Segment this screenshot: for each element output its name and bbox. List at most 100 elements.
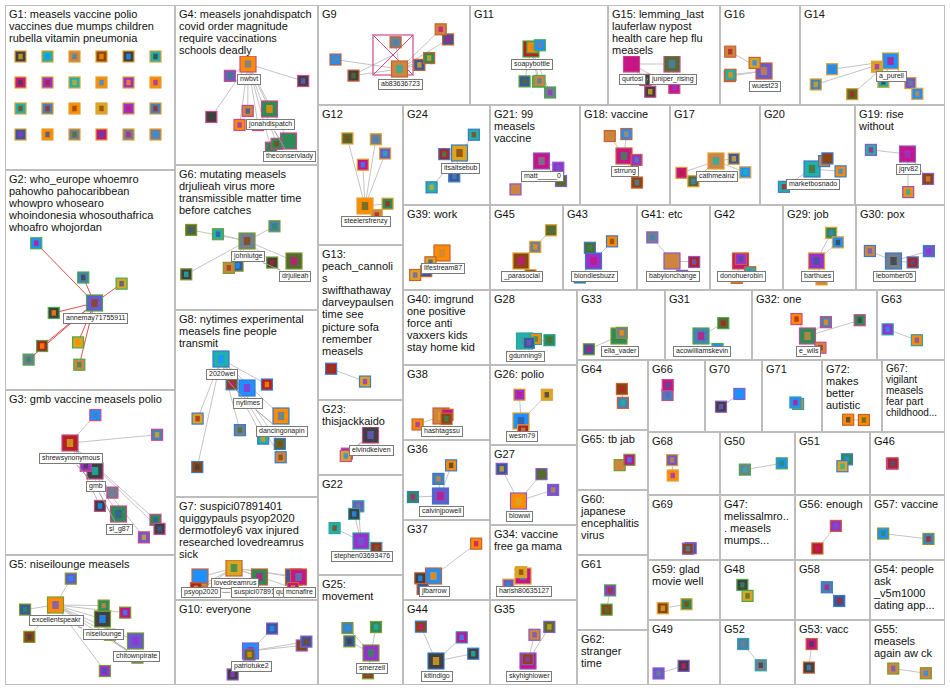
avatar-image [810,79,821,90]
avatar-detail [669,60,675,68]
avatar-detail [437,492,443,500]
avatar-detail [891,666,895,672]
avatar-detail [452,174,456,180]
avatar-detail [862,417,866,423]
group-heading: G18: vaccine [584,108,648,120]
avatar-image [424,53,435,64]
avatar-image [854,315,865,326]
group-panel: G23: thisjackkaidoelvindkelven [318,400,403,475]
group-panel: G33ella_vader [577,290,665,360]
avatar-detail [538,43,542,49]
avatar-detail [472,132,476,138]
avatar-image [821,582,832,593]
group-heading: G8: nytimes experimental measels fine pe… [179,313,313,349]
avatar-detail [45,54,49,60]
avatar-image [611,328,627,344]
avatar-detail [527,340,531,346]
avatar-detail [518,257,524,265]
user-label: nwbvt [237,74,261,85]
avatar-image [742,590,753,601]
avatar-detail [608,133,612,139]
avatar-detail [829,230,833,236]
avatar-image [586,253,602,269]
user-label: annemay71755911 [63,313,128,324]
group-panel: G64 [577,360,648,430]
group-heading: G69 [652,498,673,510]
avatar-detail [588,245,592,251]
group-panel: G12steelersfrenzy [318,105,403,245]
avatar-detail [532,632,536,638]
avatar-detail [634,157,638,163]
avatar-image [739,464,750,475]
graph-edge [222,592,230,593]
avatar-image [546,225,557,236]
avatar-detail [518,417,524,425]
group-panel: G57: vaccine [870,495,945,560]
group-panel: G59: glad movie well [648,560,720,620]
graph-edge [228,381,243,397]
group-panel: G69 [648,495,720,560]
avatar-image [342,133,353,144]
avatar-detail [247,652,251,658]
group-panel: G3: gmb vaccine measels polioshrewsynony… [5,390,175,555]
user-name: lifestream87 [424,264,462,271]
user-name: a_purell [879,72,904,79]
group-panel: G5: niseilounge measelsexcellentspeakrni… [5,555,175,685]
avatar-image [78,272,89,283]
avatar-detail [684,601,688,607]
avatar-detail [686,546,690,552]
avatar-image [544,621,555,632]
avatar-detail [846,417,850,423]
avatar-detail [656,671,660,677]
group-panel: G4: measels jonahdispatch covid order ma… [175,5,318,165]
network-line [36,243,94,303]
user-name: skyhighlower [509,672,549,679]
group-heading: G39: work [407,208,457,220]
avatar-detail [153,517,157,523]
group-panel: G7: suspici07891401 quiggypauls psyop202… [175,497,318,600]
avatar-image [806,639,817,650]
avatar-image [864,245,875,256]
avatar-detail [807,665,811,671]
group-panel: G66 [648,360,705,432]
avatar-image [800,328,816,344]
user-name: soapybottle [514,60,550,67]
user-name: itsaltsebub [444,164,477,171]
avatar-detail [45,106,49,112]
avatar-image [511,493,527,509]
avatar-detail [621,152,627,160]
avatar-detail [99,132,103,138]
group-heading: G1: measels vaccine polio vaccines due m… [9,8,170,44]
user-label: patriotuke2 [231,661,272,672]
avatar-image [234,425,245,436]
avatar-image [357,198,373,214]
user-name: _parasocial [504,272,540,279]
avatar-detail [72,132,76,138]
avatar-image [96,77,107,88]
group-heading: G51 [799,435,820,447]
avatar-image [95,611,111,627]
avatar-detail [890,257,896,265]
user-name: calvinjpowell [422,507,461,514]
user-name: patriotuke2 [234,662,269,669]
group-heading: G37 [407,523,428,535]
avatar-image [390,37,401,48]
user-label: wesm79 [506,431,538,442]
group-heading: G6: mutating measels drjulieah virus mor… [179,168,313,216]
avatar-detail [195,416,199,422]
avatar-image [645,86,656,97]
avatar-detail [230,672,234,678]
avatar-image [776,458,787,469]
user-name: 2020wel [209,370,235,377]
avatar-image [407,492,418,503]
user-label: theconservlady [263,151,316,162]
avatar-image [42,129,53,140]
avatar-detail [650,235,654,241]
avatar-detail [635,180,639,186]
avatar-image [682,543,693,554]
avatar-image [790,397,801,408]
group-panel: G24itsaltsebub [403,105,490,205]
avatar-detail [197,573,203,581]
group-heading: G72: makes better autistic [826,363,877,411]
